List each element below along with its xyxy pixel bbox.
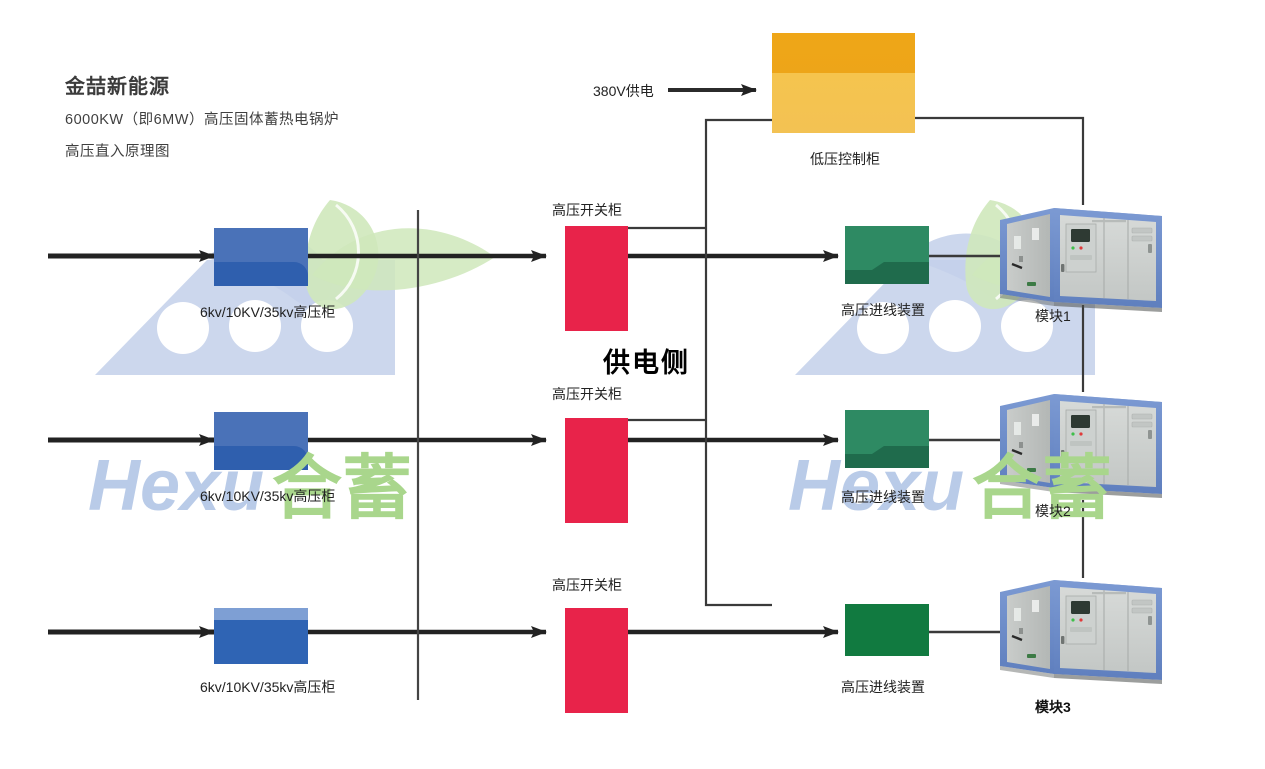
hv-switchgear-row1 xyxy=(565,226,628,331)
hv-cabinet-label-3: 6kv/10KV/35kv高压柜 xyxy=(200,679,336,695)
hv-cabinet-label-1: 6kv/10KV/35kv高压柜 xyxy=(200,304,336,320)
subtitle-line-1: 6000KW（即6MW）高压固体蓄热电锅炉 xyxy=(65,112,339,128)
module-label-3: 模块3 xyxy=(1035,699,1071,715)
hv-switchgear-row2 xyxy=(565,418,628,523)
supply-side-label: 供电侧 xyxy=(603,348,690,378)
hv-incoming-row2 xyxy=(845,410,929,468)
watermark-text-right: Hexu 合蓄 xyxy=(788,446,1112,529)
hv-switchgear-label-1: 高压开关柜 xyxy=(552,202,622,218)
hv-cabinet-row2 xyxy=(214,412,308,470)
hv-cabinet-label-2: 6kv/10KV/35kv高压柜 xyxy=(200,488,336,504)
hv-switchgear-row3 xyxy=(565,608,628,713)
incoming-power-label: 380V供电 xyxy=(593,83,654,99)
watermark-cjk-right: 合蓄 xyxy=(972,447,1112,529)
hv-incoming-label-3: 高压进线装置 xyxy=(841,679,925,695)
module-label-1: 模块1 xyxy=(1035,308,1071,324)
power-lines xyxy=(48,250,1010,638)
watermark-latin-right: Hexu xyxy=(788,446,964,526)
hv-incoming-row1 xyxy=(845,226,929,284)
subtitle-line-2: 高压直入原理图 xyxy=(65,144,170,160)
hv-cabinet-row1 xyxy=(214,228,308,286)
module-label-2: 模块2 xyxy=(1035,503,1071,519)
watermark-cjk-left: 合蓄 xyxy=(272,447,412,529)
watermark-latin-left: Hexu xyxy=(88,446,264,526)
hv-incoming-label-2: 高压进线装置 xyxy=(841,489,925,505)
control-cabinet-label: 低压控制柜 xyxy=(810,151,880,167)
company-title: 金喆新能源 xyxy=(65,76,170,98)
module-image-1 xyxy=(998,206,1164,314)
hv-incoming-label-1: 高压进线装置 xyxy=(841,302,925,318)
module-image-3 xyxy=(998,578,1164,686)
hv-incoming-row3 xyxy=(845,604,929,656)
watermark-text-left: Hexu 合蓄 xyxy=(88,446,412,529)
control-wiring xyxy=(628,116,1085,607)
hv-switchgear-label-2: 高压开关柜 xyxy=(552,386,622,402)
low-voltage-control-cabinet xyxy=(772,33,915,133)
hv-cabinet-row3 xyxy=(214,608,308,664)
hv-switchgear-label-3: 高压开关柜 xyxy=(552,577,622,593)
